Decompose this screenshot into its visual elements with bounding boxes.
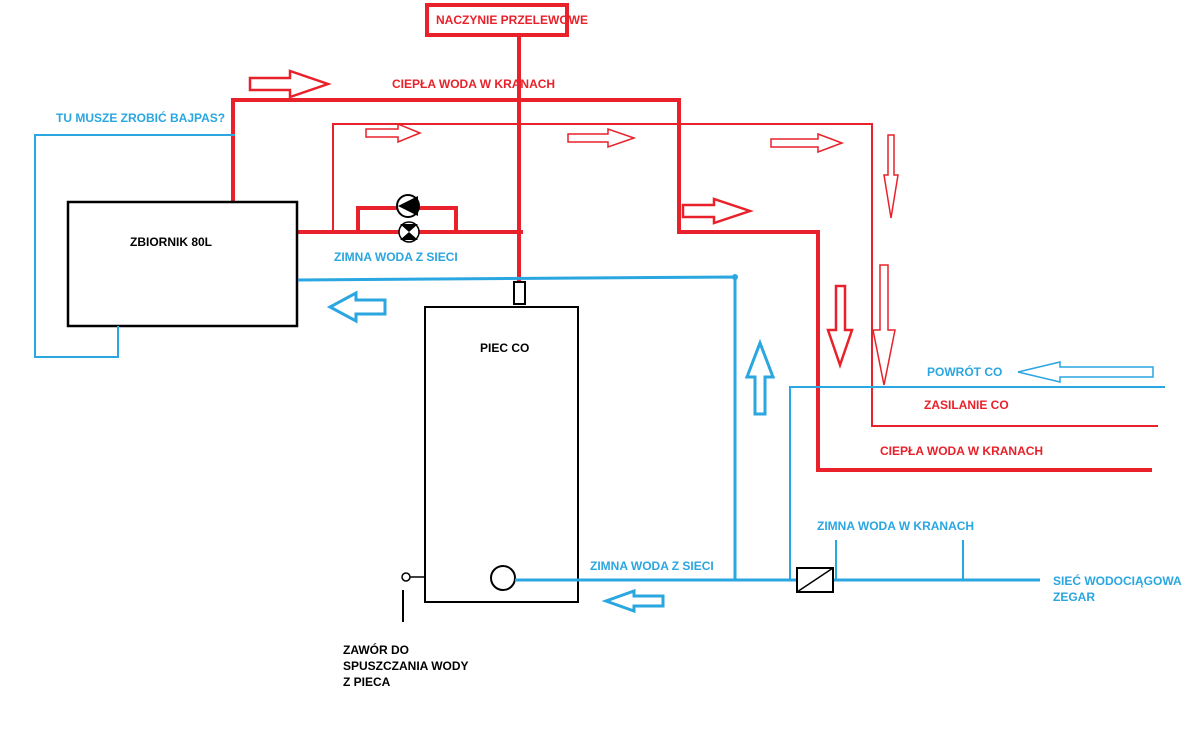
flow-arrow-down-2 xyxy=(872,264,896,386)
water-meter-icon xyxy=(796,567,834,593)
cold-water-upper-label: ZIMNA WODA Z SIECI xyxy=(334,250,458,264)
meter-label: ZEGAR xyxy=(1053,590,1095,604)
flow-arrow-left-1 xyxy=(326,290,387,324)
return-co-label: POWRÓT CO xyxy=(927,364,1002,379)
flow-arrow-right-4 xyxy=(770,132,845,154)
expansion-vessel-label: NACZYNIE PRZELEWOWE xyxy=(436,13,588,27)
expansion-vessel-box xyxy=(425,3,569,37)
supply-co-label: ZASILANIE CO xyxy=(924,398,1009,412)
flow-arrow-right-3 xyxy=(567,127,637,149)
mains-network-label: SIEĆ WODOCIĄGOWA xyxy=(1053,573,1182,588)
pump-icon xyxy=(396,194,420,218)
flow-arrow-up-1 xyxy=(744,338,776,416)
boiler-inlet xyxy=(490,565,516,591)
tank-label: ZBIORNIK 80L xyxy=(130,235,212,249)
drain-valve-line1: ZAWÓR DO xyxy=(343,642,409,657)
valve-icon xyxy=(398,221,420,243)
hot-water-top-label: CIEPŁA WODA W KRANACH xyxy=(392,77,555,91)
flow-arrow-down-3 xyxy=(826,284,854,369)
tank-box xyxy=(66,200,299,328)
flow-arrow-down-1 xyxy=(883,134,899,219)
boiler-outlet-stub xyxy=(513,281,526,305)
cold-water-lower-label: ZIMNA WODA Z SIECI xyxy=(590,559,714,573)
bypass-pipe xyxy=(34,134,235,358)
flow-arrow-right-1 xyxy=(248,69,332,99)
flow-arrow-left-2 xyxy=(1017,361,1154,383)
drain-valve-icon xyxy=(401,572,425,622)
drain-valve-line2: SPUSZCZANIA WODY xyxy=(343,659,469,673)
boiler-label: PIEC CO xyxy=(480,341,529,355)
cold-taps-label: ZIMNA WODA W KRANACH xyxy=(817,519,974,533)
drain-valve-line3: Z PIECA xyxy=(343,675,391,689)
flow-arrow-right-2 xyxy=(365,122,422,144)
flow-arrow-left-3 xyxy=(601,588,665,614)
return-co-pipe xyxy=(789,386,1165,580)
hot-water-pipe-top xyxy=(231,98,1152,472)
hot-water-right-label: CIEPŁA WODA W KRANACH xyxy=(880,444,1043,458)
boiler-box xyxy=(424,306,579,603)
flow-arrow-right-5 xyxy=(681,197,754,225)
supply-co-pipe xyxy=(332,123,1158,427)
bypass-note: TU MUSZE ZROBIĆ BAJPAS? xyxy=(56,110,225,125)
